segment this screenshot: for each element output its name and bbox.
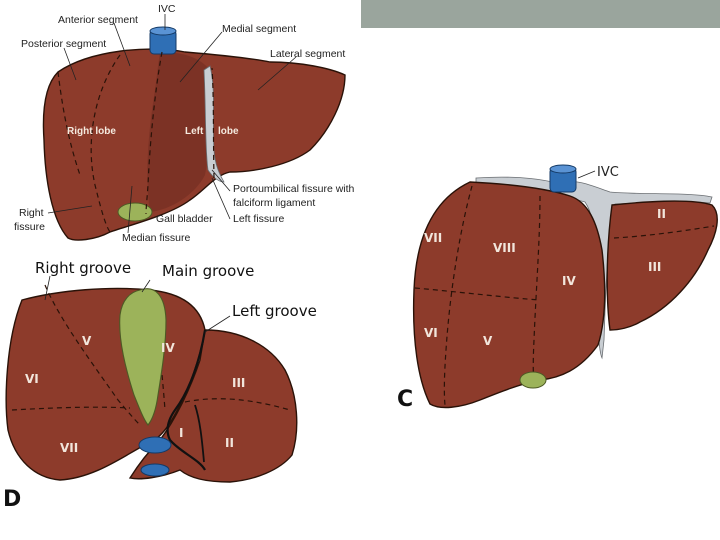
panel-c-diagram: IVC VII VIII IV II III VI V C xyxy=(397,164,718,412)
panel-c-seg-v: V xyxy=(483,334,493,348)
panel-d-seg-vii: VII xyxy=(60,441,78,455)
label-left-fissure: Left fissure xyxy=(233,213,285,225)
label-medial-segment: Medial segment xyxy=(222,23,296,35)
panel-d-letter: D xyxy=(3,487,21,512)
panel-c-seg-line-2 xyxy=(443,185,473,406)
panel-d-seg-line-2 xyxy=(11,406,131,411)
right-fissure-line xyxy=(90,54,121,233)
label-left-lobe-a: Left xyxy=(185,126,204,137)
panel-c-seg-line-4 xyxy=(613,225,715,239)
medial-segment-shade xyxy=(147,52,211,212)
panel-d-label-main-groove: Main groove xyxy=(162,262,254,280)
panel-c-liver-right xyxy=(412,181,606,409)
panel-d-leader-right-groove xyxy=(44,275,51,301)
panel-d-diagram: Right groove Main groove Left groove V I… xyxy=(3,259,317,512)
top-gall-bladder xyxy=(117,202,153,222)
label-ivc: IVC xyxy=(158,3,176,15)
leader-medial xyxy=(179,31,223,83)
label-gall-bladder: Gall bladder xyxy=(156,213,213,225)
panel-d-leader-left-groove xyxy=(204,315,231,333)
panel-c-seg-ii: II xyxy=(657,207,666,221)
panel-c-seg-iv: IV xyxy=(562,274,576,288)
panel-c-letter: C xyxy=(397,387,413,412)
label-left-lobe-b: lobe xyxy=(218,126,239,137)
median-fissure-line xyxy=(145,51,163,215)
panel-d-seg-vi: VI xyxy=(25,372,39,386)
leader-anterior xyxy=(113,22,131,67)
leader-portoumbilical xyxy=(211,169,231,192)
panel-c-gall-bladder xyxy=(519,371,547,389)
panel-d-seg-iii: III xyxy=(232,376,245,390)
label-right-lobe: Right lobe xyxy=(67,126,116,137)
panel-c-leader-ivc xyxy=(577,170,596,179)
panel-c-seg-line-1 xyxy=(532,195,541,381)
panel-d-fissure-branch xyxy=(194,404,205,463)
label-anterior-segment: Anterior segment xyxy=(58,14,138,26)
leader-right-fissure xyxy=(47,205,93,214)
leader-median-fissure xyxy=(127,185,133,234)
panel-d-gall-bladder xyxy=(119,288,167,426)
anterior-posterior-line xyxy=(57,71,81,176)
label-posterior-segment: Posterior segment xyxy=(21,38,106,50)
panel-c-liver-left xyxy=(606,200,718,331)
panel-d-leader-main-groove xyxy=(141,279,151,293)
left-fissure-line xyxy=(211,67,215,179)
panel-d-seg-i: I xyxy=(179,426,183,440)
label-median-fissure: Median fissure xyxy=(122,232,190,244)
panel-d-left-fissure xyxy=(166,329,207,471)
label-lateral-segment: Lateral segment xyxy=(270,48,345,60)
label-right-fissure-2: fissure xyxy=(14,221,45,233)
panel-d-seg-iv: IV xyxy=(161,341,175,355)
top-ivc-vessel xyxy=(149,26,177,55)
panel-d-ivc-vessel xyxy=(138,436,172,477)
panel-c-label-ivc: IVC xyxy=(597,165,619,180)
label-portoumbilical-1: Portoumbilical fissure with xyxy=(233,183,355,195)
header-bar xyxy=(361,0,720,28)
panel-c-ivc-vessel xyxy=(549,164,577,193)
top-liver-diagram: IVC Anterior segment Medial segment Post… xyxy=(14,3,355,244)
panel-d-seg-line-1 xyxy=(44,284,141,426)
leader-lateral xyxy=(257,56,297,91)
panel-c-seg-vi: VI xyxy=(424,326,438,340)
panel-d-seg-v: V xyxy=(82,334,92,348)
panel-d-label-left-groove: Left groove xyxy=(232,302,317,320)
leader-left-fissure xyxy=(211,177,231,220)
panel-c-seg-vii: VII xyxy=(424,231,442,245)
label-portoumbilical-2: falciform ligament xyxy=(233,197,315,209)
panel-d-seg-ii: II xyxy=(225,436,234,450)
label-right-fissure-1: Right xyxy=(19,207,44,219)
panel-c-seg-iii: III xyxy=(648,260,661,274)
panel-c-seg-viii: VIII xyxy=(493,241,516,255)
panel-d-seg-line-4 xyxy=(184,398,291,411)
leader-posterior xyxy=(63,47,77,81)
panel-d-label-right-groove: Right groove xyxy=(35,259,131,277)
